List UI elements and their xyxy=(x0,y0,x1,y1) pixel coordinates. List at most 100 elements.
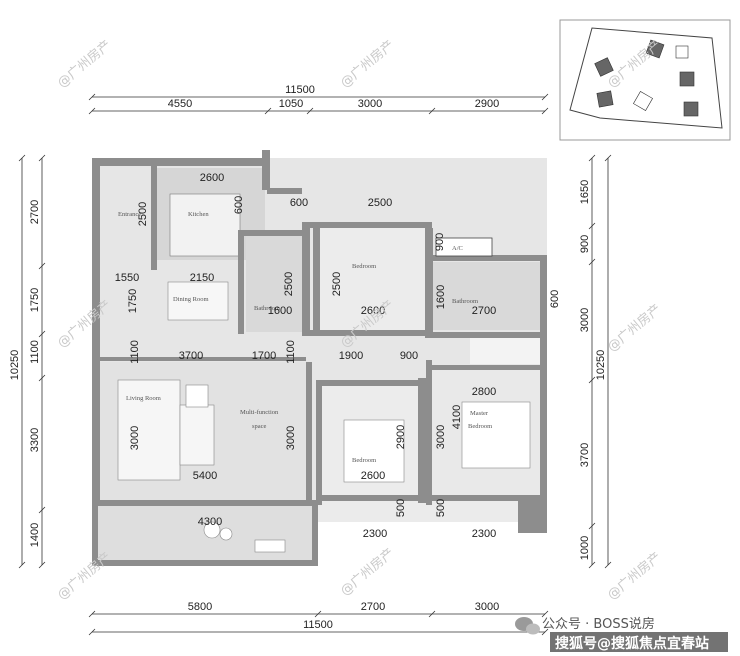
left-seg-tick-5 xyxy=(38,561,46,569)
right-seg-tick-0 xyxy=(588,154,596,162)
bottom-seg-tick-3 xyxy=(541,610,549,618)
apartment-plan xyxy=(92,150,547,566)
dim-balcony-2300b: 2300 xyxy=(472,528,496,540)
dim-bath2-side: 600 xyxy=(549,290,561,308)
bottom-dim-1: 5800 xyxy=(188,601,212,613)
room-labels: Kitchen Entrance Dining Room Bathroom Be… xyxy=(118,211,492,464)
left-seg-tick-4 xyxy=(38,506,46,514)
dim-kitchen-small: 600 xyxy=(233,196,245,214)
dim-bed2-width: 2600 xyxy=(361,305,385,317)
right-dimensions: 10250 1650 900 3000 3700 1000 xyxy=(579,180,607,560)
top-total-dim: 11500 xyxy=(285,84,315,96)
dim-balcony-2300a: 2300 xyxy=(363,528,387,540)
top-seg-tick-0 xyxy=(88,107,96,115)
left-seg-tick-0 xyxy=(38,154,46,162)
dim-balcony-width: 4300 xyxy=(198,516,222,528)
dim-master-height-2: 4100 xyxy=(451,405,463,429)
right-dim-3: 3000 xyxy=(579,308,591,332)
top-seg-tick-2 xyxy=(306,107,314,115)
left-seg-tick-1 xyxy=(38,262,46,270)
dim-bath2-height: 1600 xyxy=(435,285,447,309)
right-total-tick-1 xyxy=(604,561,612,569)
dim-kitchen-width: 2600 xyxy=(200,172,224,184)
ac-label: A/C xyxy=(452,245,463,252)
right-total-dim: 10250 xyxy=(595,350,607,381)
dim-ac-height: 900 xyxy=(434,233,446,251)
top-dim-1: 4550 xyxy=(168,98,192,110)
right-dim-4: 3700 xyxy=(579,443,591,467)
bottom-dim-2: 2700 xyxy=(361,601,385,613)
watermark-1: @广州房产 xyxy=(54,37,114,91)
dim-living-1700: 1700 xyxy=(252,350,276,362)
left-total-tick-1 xyxy=(18,561,26,569)
bottom-seg-tick-2 xyxy=(428,610,436,618)
right-dim-2: 900 xyxy=(579,235,591,253)
right-dim-5: 1000 xyxy=(579,536,591,560)
top-total-tick-0 xyxy=(88,93,96,101)
dim-bed2-height: 2500 xyxy=(331,272,343,296)
multi-label-1: Multi-function xyxy=(240,409,279,416)
watermark-6: @广州房产 xyxy=(604,301,664,355)
dim-bath1-height: 2500 xyxy=(283,272,295,296)
dim-master-width: 2800 xyxy=(472,386,496,398)
bedroom3-label: Bedroom xyxy=(352,457,376,464)
bottom-total-tick-0 xyxy=(88,628,96,636)
left-seg-tick-2 xyxy=(38,330,46,338)
inner-dimensions: 2600 2500 600 600 2500 900 1550 2150 175… xyxy=(115,172,561,540)
dim-master-height-1: 3000 xyxy=(435,425,447,449)
top-dimensions: 11500 4550 1050 3000 2900 xyxy=(168,84,499,110)
dim-bed3-height: 2900 xyxy=(395,425,407,449)
brand-line: 公众号 · BOSS说房 xyxy=(542,616,655,632)
dim-balcony-500a: 500 xyxy=(395,499,407,517)
multi-label-2: space xyxy=(252,423,267,430)
top-dim-3: 3000 xyxy=(358,98,382,110)
left-total-tick-0 xyxy=(18,154,26,162)
dim-bed3-width: 2600 xyxy=(361,470,385,482)
dim-hall-1900: 1900 xyxy=(339,350,363,362)
kitchen-label: Kitchen xyxy=(188,211,209,218)
dim-hall-1100: 1100 xyxy=(129,340,141,364)
bathroom2-label: Bathroom xyxy=(452,298,478,305)
left-total-dim: 10250 xyxy=(9,350,21,381)
key-plan xyxy=(559,19,731,141)
dim-bedroom-top-width: 2500 xyxy=(368,197,392,209)
right-seg-tick-5 xyxy=(588,561,596,569)
top-total-tick-1 xyxy=(541,93,549,101)
wechat-icon xyxy=(515,617,540,635)
bottom-total-tick-1 xyxy=(541,628,549,636)
right-seg-tick-2 xyxy=(588,258,596,266)
watermark-7: @广州房产 xyxy=(54,549,114,603)
top-seg-tick-1 xyxy=(264,107,272,115)
dim-bath2-width: 2700 xyxy=(472,305,496,317)
master-label-2: Bedroom xyxy=(468,423,492,430)
bottom-seg-tick-1 xyxy=(314,610,322,618)
left-dim-4: 3300 xyxy=(29,428,41,452)
watermark-9: @广州房产 xyxy=(604,549,664,603)
dining-label: Dining Room xyxy=(173,296,209,303)
living-label: Living Room xyxy=(126,395,161,402)
bathroom1-label: Bathroom xyxy=(254,305,280,312)
dim-dining-1550: 1550 xyxy=(115,272,139,284)
footer-branding: 公众号 · BOSS说房 搜狐号@搜狐焦点宜春站 xyxy=(515,616,728,652)
credit-text: 搜狐号@搜狐焦点宜春站 xyxy=(555,635,709,652)
right-total-tick-0 xyxy=(604,154,612,162)
left-dim-1: 2700 xyxy=(29,200,41,224)
dim-balcony-500b: 500 xyxy=(435,499,447,517)
left-dim-5: 1400 xyxy=(29,523,41,547)
bottom-dimensions: 5800 2700 3000 11500 xyxy=(188,601,499,631)
dim-corridor-600: 600 xyxy=(290,197,308,209)
bottom-dim-3: 3000 xyxy=(475,601,499,613)
left-dim-3: 1100 xyxy=(29,340,41,364)
credit-backdrop xyxy=(550,632,728,652)
dim-dining-height: 1750 xyxy=(127,289,139,313)
dim-living-width: 5400 xyxy=(193,470,217,482)
top-dim-2: 1050 xyxy=(279,98,303,110)
entry-label: Entrance xyxy=(118,211,141,218)
dim-multi-height: 3000 xyxy=(285,426,297,450)
bottom-total-dim: 11500 xyxy=(303,619,333,631)
left-dimensions: 10250 2700 1750 1100 3300 1400 xyxy=(9,200,41,547)
bottom-seg-tick-0 xyxy=(88,610,96,618)
top-seg-tick-3 xyxy=(428,107,436,115)
